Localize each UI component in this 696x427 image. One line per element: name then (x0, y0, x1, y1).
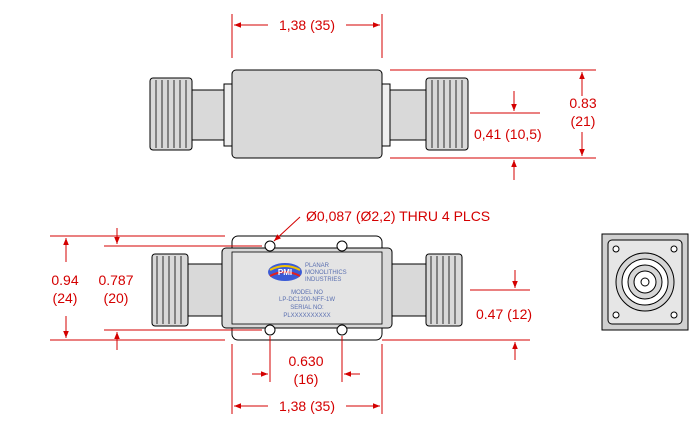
product-label: PMI PLANAR MONOLITHICS INDUSTRIES MODEL … (268, 263, 347, 319)
mount-hole-bl (264, 324, 276, 336)
mount-hole-tl (264, 240, 276, 252)
company-line-3: INDUSTRIES (305, 277, 341, 283)
pmi-logo: PMI (268, 263, 302, 281)
svg-text:(24): (24) (53, 290, 78, 306)
svg-text:0.47 (12): 0.47 (12) (476, 306, 532, 322)
front-view: PMI PLANAR MONOLITHICS INDUSTRIES MODEL … (50, 208, 532, 414)
dim-height-094: 0.94 (24) (50, 235, 225, 341)
top-left-connector (149, 77, 233, 151)
svg-text:(21): (21) (571, 113, 596, 129)
svg-text:1,38 (35): 1,38 (35) (279, 17, 335, 33)
dim-height-083: 0.83 (21) (390, 69, 597, 159)
dim-top-length: 1,38 (35) (231, 14, 383, 58)
dim-spacing-0630: 0.630 (16) (252, 336, 360, 387)
model-caption: MODEL NO (291, 290, 323, 296)
dim-offset-041: 0,41 (10,5) (470, 91, 542, 180)
svg-text:0.787: 0.787 (98, 272, 133, 288)
dim-bottom-length: 1,38 (35) (231, 344, 383, 414)
dim-offset-047: 0.47 (12) (382, 270, 532, 360)
svg-text:0.94: 0.94 (51, 272, 78, 288)
end-view (601, 233, 689, 331)
mount-hole-br (336, 324, 348, 336)
svg-text:(16): (16) (294, 371, 319, 387)
model-number: LP-DC1200-NFF-1W (279, 297, 335, 303)
top-body (231, 69, 383, 159)
svg-text:(20): (20) (104, 290, 129, 306)
svg-text:Ø0,087 (Ø2,2) THRU 4 PLCS: Ø0,087 (Ø2,2) THRU 4 PLCS (306, 208, 490, 224)
front-right-connector (391, 253, 463, 327)
svg-text:0.83: 0.83 (569, 95, 596, 111)
svg-text:0,41 (10,5): 0,41 (10,5) (474, 126, 542, 142)
company-line-1: PLANAR (305, 263, 330, 269)
serial-caption: SERIAL NO: (290, 305, 324, 311)
top-view: 1,38 (35) 0.83 (21) 0,41 (10,5) (149, 14, 597, 180)
dim-height-0787: 0.787 (20) (98, 228, 262, 350)
svg-text:0.630: 0.630 (288, 353, 323, 369)
front-left-connector (151, 253, 223, 327)
serial-number: PLXXXXXXXXXX (283, 313, 330, 319)
company-line-2: MONOLITHICS (305, 270, 347, 276)
svg-text:PMI: PMI (278, 268, 292, 277)
hole-callout: Ø0,087 (Ø2,2) THRU 4 PLCS (273, 208, 490, 242)
svg-text:1,38 (35): 1,38 (35) (279, 398, 335, 414)
top-right-connector (381, 77, 469, 151)
mount-hole-tr (336, 240, 348, 252)
